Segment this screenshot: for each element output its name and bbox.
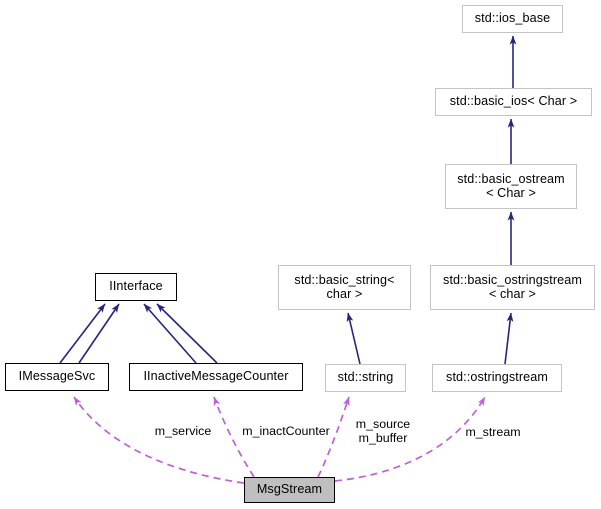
node-std-basic-ostream[interactable]: std::basic_ostream < Char >: [445, 164, 577, 209]
node-std-ostringstream[interactable]: std::ostringstream: [432, 364, 562, 392]
edge-msgstream-m-source-m-buffer: [317, 396, 350, 478]
node-iinactivemessagecounter[interactable]: IInactiveMessageCounter: [129, 363, 303, 391]
node-std-basic-string[interactable]: std::basic_string< char >: [278, 265, 411, 310]
edge-msgstream-m-service: [73, 396, 245, 484]
node-imessagesvc[interactable]: IMessageSvc: [5, 363, 109, 391]
node-msgstream[interactable]: MsgStream: [244, 477, 335, 503]
edge-imessagesvc-to-iinterface-b: [78, 303, 120, 364]
edge-label-m-stream: m_stream: [465, 425, 521, 439]
node-std-ios-base[interactable]: std::ios_base: [462, 5, 563, 33]
node-std-basic-ios[interactable]: std::basic_ios< Char >: [435, 88, 592, 116]
edge-label-m-service: m_service: [154, 424, 212, 438]
edge-imessagesvc-to-iinterface-a: [59, 303, 106, 364]
edge-iinactivecounter-to-iinterface-a: [143, 303, 197, 364]
edge-msgstream-m-stream: [334, 396, 486, 482]
edge-string-to-basic-string: [346, 312, 361, 365]
edge-label-m-source-m-buffer: m_source m_buffer: [355, 417, 411, 446]
edge-iinactivecounter-to-iinterface-b: [156, 303, 218, 364]
node-iinterface[interactable]: IInterface: [95, 273, 177, 301]
node-std-basic-ostringstream[interactable]: std::basic_ostringstream < char >: [430, 265, 595, 310]
usage-edges: [73, 396, 486, 484]
inheritance-edges: [59, 35, 517, 365]
edge-label-m-inact-counter: m_inactCounter: [242, 424, 330, 438]
edge-ostringstream-to-basic-ostringstream: [504, 312, 514, 365]
node-std-string[interactable]: std::string: [325, 364, 406, 392]
